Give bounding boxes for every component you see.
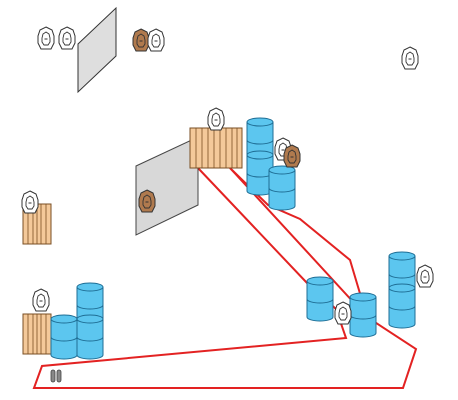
target-noshoot-1 xyxy=(132,28,150,52)
target-noshoot-3 xyxy=(138,189,156,213)
target-paper-10 xyxy=(416,264,434,288)
target-noshoot-2 xyxy=(283,144,301,168)
target-paper-2 xyxy=(58,26,76,50)
wall-middle xyxy=(135,136,199,236)
pallet-left-bottom xyxy=(22,313,52,355)
target-paper-1 xyxy=(37,26,55,50)
pallet-center xyxy=(189,127,243,169)
target-paper-5 xyxy=(207,107,225,131)
barrel-5 xyxy=(50,314,78,360)
target-paper-3 xyxy=(147,28,165,52)
barrel-10 xyxy=(388,283,416,329)
barrel-7 xyxy=(306,276,334,322)
target-paper-4 xyxy=(401,46,419,70)
barrel-8 xyxy=(349,292,377,338)
wall-upper xyxy=(77,6,117,94)
barrel-3 xyxy=(268,165,296,211)
target-paper-8 xyxy=(32,288,50,312)
target-paper-7 xyxy=(21,190,39,214)
start-position-marker xyxy=(50,369,62,383)
barrel-6 xyxy=(76,314,104,360)
target-paper-9 xyxy=(334,301,352,325)
